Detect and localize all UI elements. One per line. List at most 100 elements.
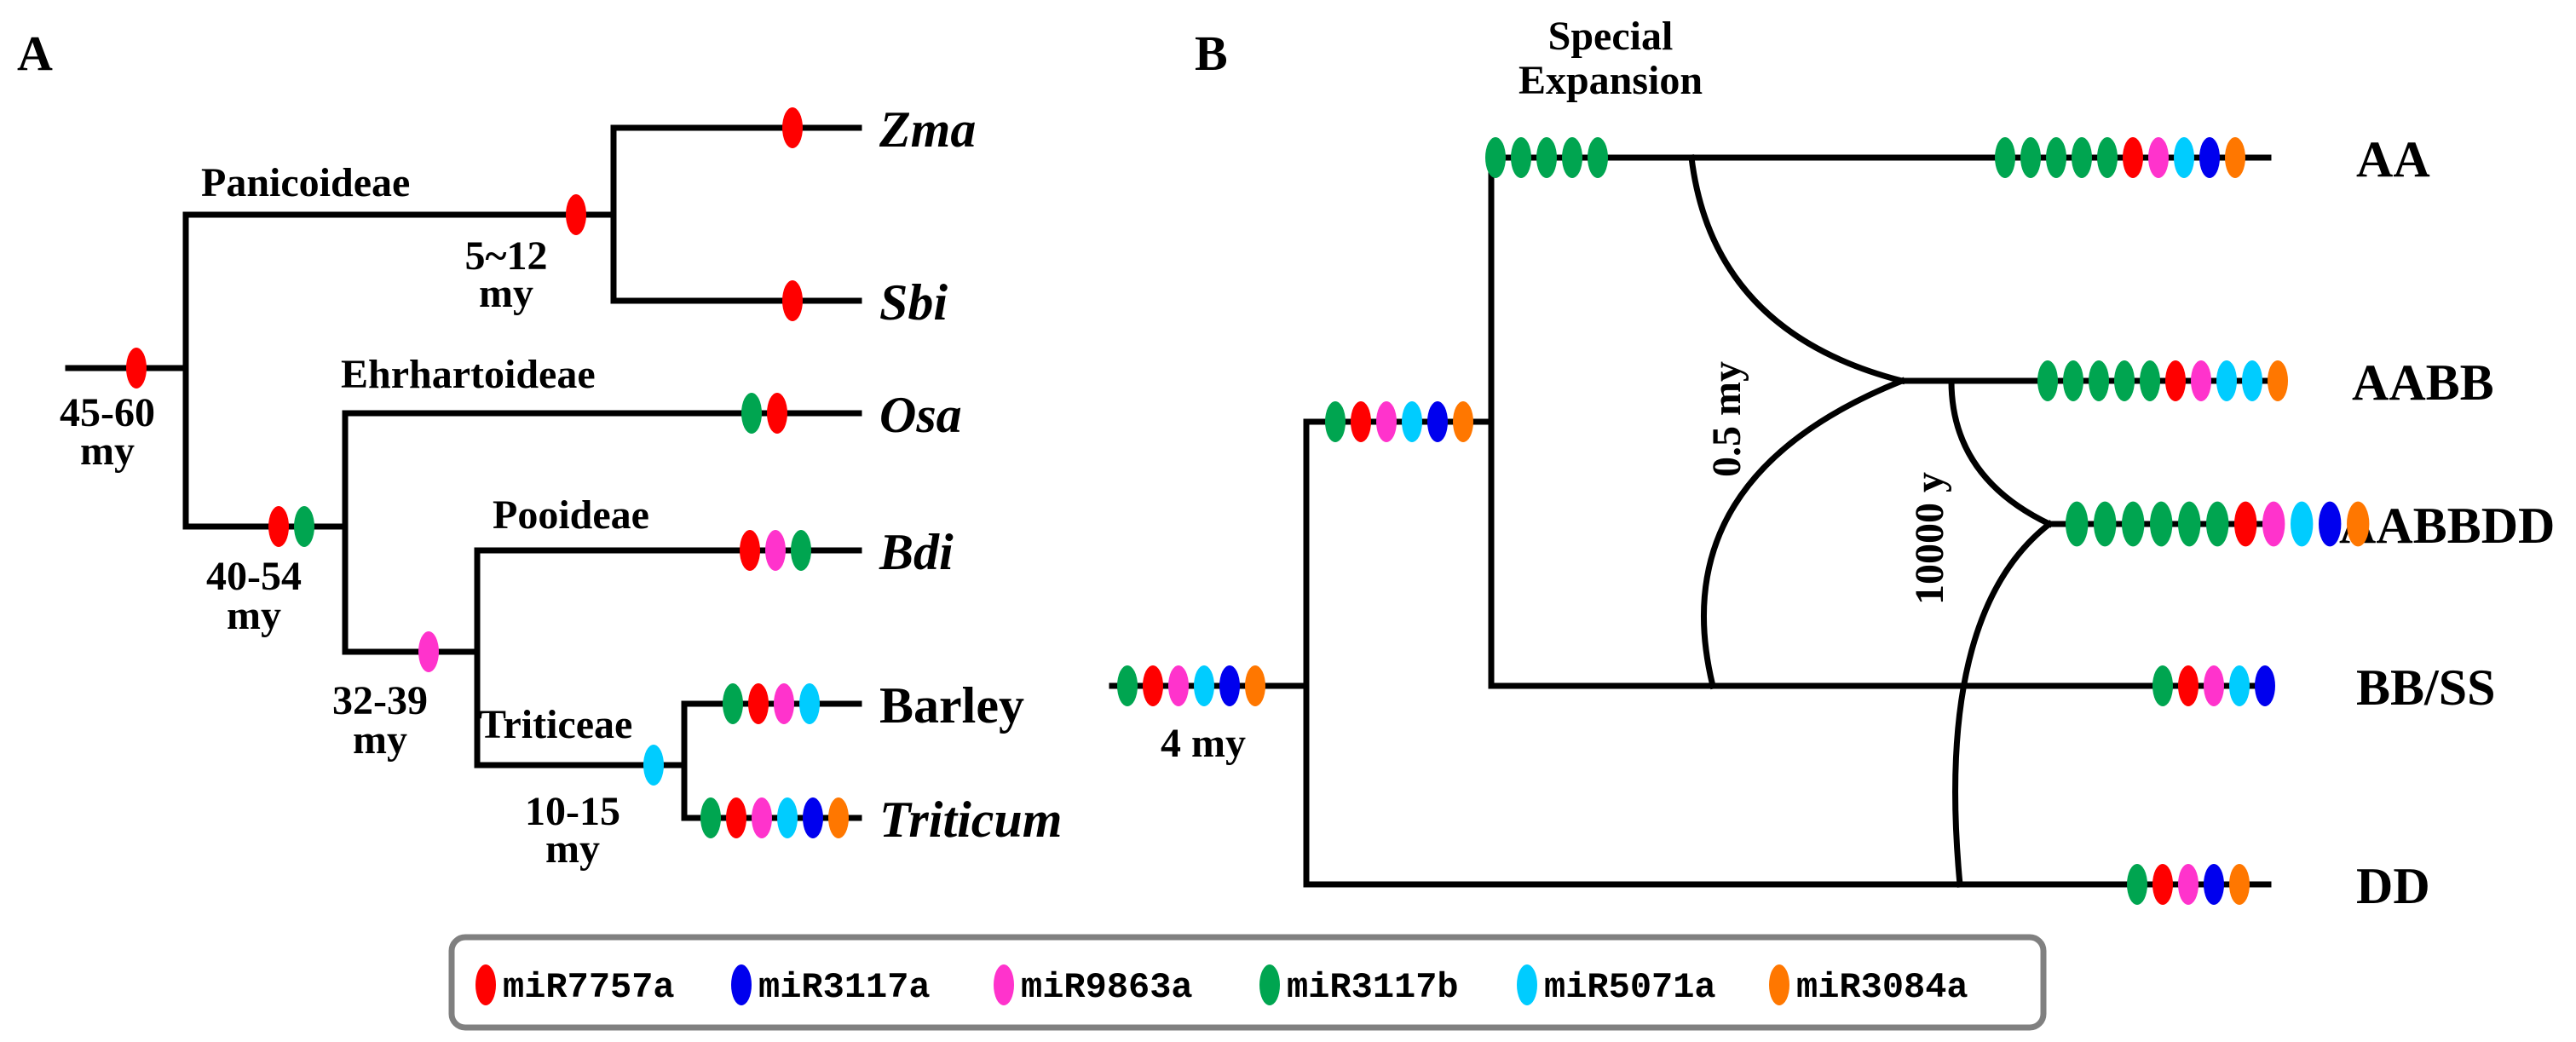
marker-mir3084a bbox=[1453, 401, 1473, 442]
marker-mir7757a bbox=[782, 107, 803, 148]
legend-item: miR5071a bbox=[1517, 964, 1716, 1008]
marker-group-b-special bbox=[1485, 137, 1608, 178]
taxon-sbi: Sbi bbox=[879, 274, 948, 331]
marker-mir5071a bbox=[643, 745, 664, 786]
marker-mir3117b bbox=[2152, 665, 2173, 706]
marker-mir5071a bbox=[2291, 501, 2314, 547]
panel-b-labels: Special Expansion 4 my 0.5 my 10000 y bbox=[1161, 14, 1952, 766]
marker-mir7757a bbox=[566, 194, 586, 235]
legend-label: miR3117a bbox=[758, 967, 931, 1008]
legend-item: miR3117a bbox=[731, 964, 931, 1008]
marker-group-a-pooid bbox=[418, 631, 439, 672]
marker-mir9863a bbox=[765, 530, 786, 571]
marker-mir7757a bbox=[748, 683, 769, 724]
marker-mir3117b bbox=[1588, 137, 1608, 178]
marker-mir3117a bbox=[1219, 665, 1240, 706]
hybrid-curve-bb bbox=[1700, 377, 1906, 690]
marker-mir7757a bbox=[126, 348, 147, 389]
marker-group-b-aa bbox=[1995, 137, 2245, 178]
marker-mir3117b bbox=[1511, 137, 1531, 178]
marker-mir7757a bbox=[2165, 360, 2186, 401]
marker-group-b-bbss bbox=[2152, 665, 2275, 706]
marker-group-a-bdi bbox=[740, 530, 811, 571]
age-bop-line1: 40-54 bbox=[206, 554, 302, 599]
marker-group-a-root bbox=[126, 348, 147, 389]
marker-mir3117b bbox=[1325, 401, 1346, 442]
marker-mir9863a bbox=[2178, 864, 2199, 905]
age-bop-line2: my bbox=[227, 593, 281, 638]
legend-items: miR7757a miR3117a miR9863a miR3117b miR5… bbox=[475, 964, 1968, 1008]
marker-group-a-panicoid bbox=[566, 194, 586, 235]
marker-mir3117b bbox=[2072, 137, 2092, 178]
marker-mir3117b bbox=[2206, 501, 2229, 547]
age-panicoid-line2: my bbox=[479, 271, 533, 316]
legend-swatch-mir9863a bbox=[994, 964, 1014, 1005]
taxon-aa: AA bbox=[2356, 131, 2430, 187]
taxon-bdi: Bdi bbox=[879, 524, 954, 580]
age-pooid-line1: 32-39 bbox=[332, 678, 428, 723]
marker-group-a-barley bbox=[723, 683, 820, 724]
panel-a-taxa: Zma Sbi Osa Bdi Barley Triticum bbox=[879, 101, 1062, 848]
legend-swatch-mir3117a bbox=[731, 964, 752, 1005]
legend-label: miR7757a bbox=[503, 967, 675, 1008]
marker-mir3117a bbox=[2319, 501, 2342, 547]
marker-group-b-aabbdd bbox=[2066, 501, 2370, 547]
clade-panicoideae: Panicoideae bbox=[201, 160, 410, 205]
marker-mir7757a bbox=[2178, 665, 2199, 706]
marker-group-b-root bbox=[1117, 665, 1265, 706]
marker-mir9863a bbox=[774, 683, 794, 724]
marker-mir3117a bbox=[2199, 137, 2220, 178]
legend-swatch-mir3117b bbox=[1259, 964, 1280, 1005]
marker-mir5071a bbox=[2216, 360, 2237, 401]
marker-group-b-inner bbox=[1325, 401, 1473, 442]
marker-group-a-sbi bbox=[782, 280, 803, 321]
panel-b-taxa: AA AABB AABBDD BB/SS DD bbox=[2339, 131, 2555, 914]
marker-mir7757a bbox=[2234, 501, 2257, 547]
marker-mir3084a bbox=[828, 797, 849, 838]
marker-mir7757a bbox=[2152, 864, 2173, 905]
marker-mir3117b bbox=[2150, 501, 2173, 547]
legend-label: miR9863a bbox=[1021, 967, 1193, 1008]
marker-mir9863a bbox=[418, 631, 439, 672]
taxon-aabb: AABB bbox=[2352, 354, 2494, 411]
marker-mir7757a bbox=[726, 797, 746, 838]
taxon-zma: Zma bbox=[879, 101, 976, 158]
marker-mir3117b bbox=[1485, 137, 1506, 178]
marker-group-b-aabb bbox=[2037, 360, 2288, 401]
marker-mir3117a bbox=[2204, 864, 2224, 905]
marker-group-a-zma bbox=[782, 107, 803, 148]
marker-mir7757a bbox=[2123, 137, 2143, 178]
taxon-bbss: BB/SS bbox=[2356, 659, 2495, 716]
clade-ehrhartoideae: Ehrhartoideae bbox=[341, 352, 596, 397]
marker-mir5071a bbox=[2242, 360, 2262, 401]
marker-mir7757a bbox=[782, 280, 803, 321]
marker-mir3117b bbox=[723, 683, 743, 724]
marker-group-a-bop bbox=[268, 506, 314, 547]
age-root-line1: 45-60 bbox=[60, 390, 155, 435]
marker-mir9863a bbox=[2191, 360, 2211, 401]
marker-mir7757a bbox=[740, 530, 760, 571]
legend-item: miR7757a bbox=[475, 964, 675, 1008]
marker-mir3117a bbox=[2255, 665, 2275, 706]
marker-group-a-osa bbox=[741, 393, 787, 434]
marker-mir3117b bbox=[2037, 360, 2058, 401]
age-tetraploid: 0.5 my bbox=[1704, 361, 1749, 477]
panel-b-letter: B bbox=[1195, 26, 1228, 81]
marker-mir5071a bbox=[799, 683, 820, 724]
age-triticeae-line1: 10-15 bbox=[525, 789, 620, 834]
legend-label: miR3117b bbox=[1287, 967, 1459, 1008]
marker-mir5071a bbox=[1402, 401, 1422, 442]
marker-mir3117b bbox=[294, 506, 314, 547]
age-triticeae-line2: my bbox=[545, 826, 600, 872]
marker-mir3117a bbox=[803, 797, 823, 838]
special-expansion-line2: Expansion bbox=[1519, 58, 1703, 103]
legend-swatch-mir7757a bbox=[475, 964, 496, 1005]
marker-mir7757a bbox=[1143, 665, 1163, 706]
marker-mir3117b bbox=[2122, 501, 2145, 547]
legend-box bbox=[448, 934, 2047, 1031]
marker-mir3117b bbox=[2063, 360, 2083, 401]
hybrid-curve-aa bbox=[1688, 154, 1906, 385]
marker-mir3117b bbox=[1536, 137, 1557, 178]
marker-mir3117b bbox=[1562, 137, 1582, 178]
marker-mir3084a bbox=[2229, 864, 2250, 905]
